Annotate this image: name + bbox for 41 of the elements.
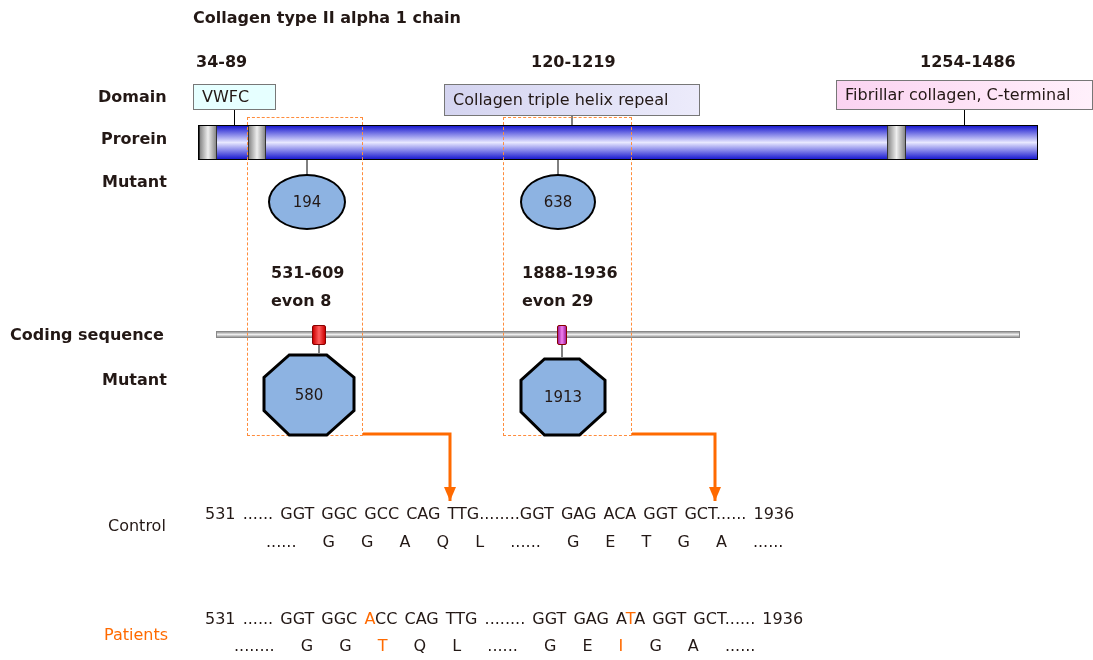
position-number: 638 (543, 193, 573, 211)
protein-bar (198, 125, 1038, 160)
coding-sequence-bar (216, 331, 1020, 338)
connector-line (234, 109, 235, 126)
connector-line (318, 344, 320, 354)
mutation-octagon (519, 357, 607, 437)
sequence-text: 531 ...... GGT GGC GCC CAG TTG........GGT GAG ACA GGT GCT...... 1936 (205, 502, 795, 526)
mutation-octagon (262, 353, 356, 437)
arrow (632, 432, 721, 501)
range-label: 1254-1486 (920, 52, 1016, 71)
domain-box: Fibrillar collagen, C-terminal (836, 80, 1093, 110)
domain-box: Collagen triple helix repeal (444, 84, 700, 116)
mutation-marker (557, 325, 567, 345)
connector-line (964, 109, 965, 126)
diagram-title: Collagen type II alpha 1 chain (193, 8, 461, 27)
mutation-marker (312, 325, 326, 345)
sequence-text: ........ G G T Q L ...... G E I G A ...... (234, 635, 756, 657)
row-label: Coding sequence (10, 324, 164, 346)
exon-label: 1888-1936 evon 29 (522, 262, 619, 312)
domain-box: VWFC (193, 84, 276, 110)
position-number: 580 (294, 386, 324, 404)
connector-line (557, 159, 559, 175)
row-label: Prorein (101, 128, 168, 150)
row-label: Mutant (102, 171, 167, 193)
row-label: Domain (98, 86, 167, 108)
row-label: Patients (104, 624, 169, 646)
connector-line (571, 115, 573, 126)
range-label: 34-89 (196, 52, 248, 71)
range-label: 120-1219 (531, 52, 616, 71)
sequence-text: ...... G G A Q L ...... G E T G A ...... (266, 531, 784, 553)
arrow (363, 432, 456, 501)
row-label: Mutant (102, 369, 167, 391)
position-number: 194 (292, 193, 322, 211)
connector-line (561, 344, 563, 358)
dashed-region-box (503, 117, 632, 436)
sequence-text: 531 ...... GGT GGC ACC CAG TTG ........ GGT GAG ATA GGT GCT...... 1936 (205, 608, 804, 630)
dashed-region-box (247, 117, 363, 436)
position-number: 1913 (543, 388, 583, 406)
exon-label: 531-609 evon 8 (271, 262, 346, 312)
row-label: Control (108, 515, 166, 537)
connector-line (306, 159, 308, 175)
